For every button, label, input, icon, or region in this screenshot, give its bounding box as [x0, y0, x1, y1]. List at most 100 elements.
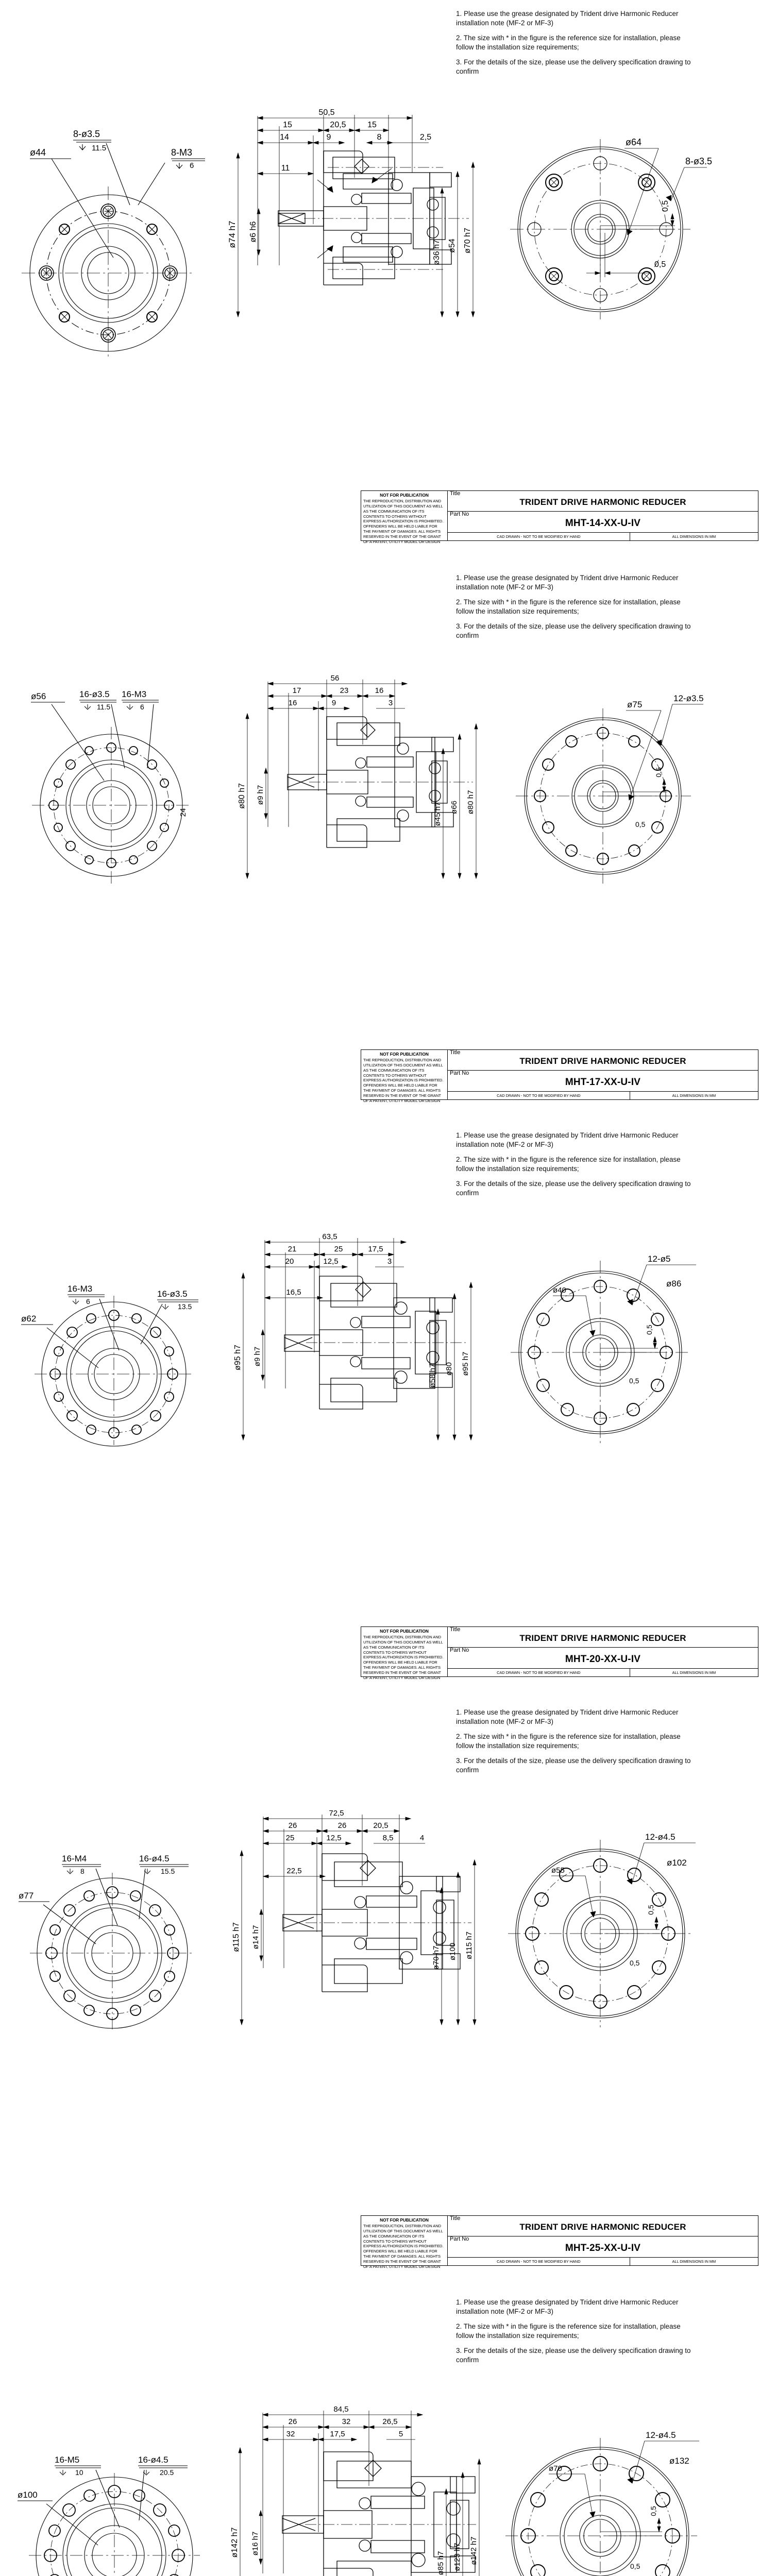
dim-a1: 26 [289, 2417, 297, 2426]
title-block: NOT FOR PUBLICATION THE REPRODUCTION, DI… [361, 1049, 758, 1103]
dia-left-1: ø74 h7 [227, 221, 237, 248]
dia-right-1: ø85 h7 [436, 2551, 445, 2575]
document-title: TRIDENT DRIVE HARMONIC REDUCER [519, 497, 686, 507]
dim-overall: 84,5 [333, 2405, 348, 2414]
dia-right-1: ø58 h7 [428, 1364, 437, 1388]
legal-notice-header: NOT FOR PUBLICATION [380, 2217, 429, 2223]
dim-offset-v: 0,5 [654, 767, 663, 777]
dim-holes-callout: 16-ø3.5 [157, 1289, 188, 1299]
legal-notice-body: THE REPRODUCTION, DISTRIBUTION AND UTILI… [363, 1634, 444, 1680]
part-row: Part No MHT-17-XX-U-IV [448, 1070, 758, 1092]
dim-outer-dia: ø44 [30, 147, 46, 158]
dim-tap-callout: 8-M3 [171, 147, 192, 158]
dim-tap-depth: 8 [80, 1867, 85, 1875]
note-2: 2. The size with * in the figure is the … [456, 2323, 681, 2340]
title-row: Title TRIDENT DRIVE HARMONIC REDUCER [448, 1626, 758, 1648]
notes-block: 1. Please use the grease designated by T… [456, 9, 698, 76]
dim-outer-dia: ø86 [666, 1279, 681, 1289]
footer-row: CAD DRAWN - NOT TO BE MODIFIED BY HAND A… [448, 1092, 758, 1099]
legal-notice-header: NOT FOR PUBLICATION [380, 1052, 429, 1057]
dim-holes-callout: 12-ø3.5 [673, 693, 704, 703]
dia-left-2: ø9 h7 [256, 785, 265, 805]
note-1: 1. Please use the grease designated by T… [456, 1708, 679, 1725]
cross-section-view: 72,5 26 26 20,5 25 12,5 8,5 4 22,5 ø115 … [219, 1803, 487, 2035]
title-block: NOT FOR PUBLICATION THE REPRODUCTION, DI… [361, 490, 758, 544]
legal-notice-body: THE REPRODUCTION, DISTRIBUTION AND UTILI… [363, 498, 444, 544]
dim-a3: 20,5 [373, 1821, 388, 1830]
part-row: Part No MHT-25-XX-U-IV [448, 2236, 758, 2258]
dim-b2: 12,5 [323, 1257, 338, 1266]
legal-notice-body: THE REPRODUCTION, DISTRIBUTION AND UTILI… [363, 1057, 444, 1103]
left-face-view: ø56 16-ø3.5 11.5 16-M3 6 24 [15, 677, 211, 884]
dim-b1: 14 [280, 133, 289, 142]
dim-overall: 50,5 [318, 108, 334, 117]
dim-holes-callout: 12-ø5 [648, 1254, 670, 1264]
drawing-section-mht-14: 1. Please use the grease designated by T… [0, 0, 760, 569]
notes-block: 1. Please use the grease designated by T… [456, 1131, 698, 1197]
legal-notice-body: THE REPRODUCTION, DISTRIBUTION AND UTILI… [363, 2223, 444, 2269]
dim-outer-dia: ø56 [31, 691, 46, 701]
cross-section-view: 56 17 23 16 16 9 3 ø80 h7 ø9 h7 ø45 h7 ø… [232, 672, 489, 889]
dim-offset-h: 0,5 [654, 260, 666, 269]
right-face-view: 12-ø5 ø86 ø40 0,5 0,5 [492, 1229, 714, 1455]
dim-b3: 3 [387, 1257, 392, 1266]
dia-left-1: ø142 h7 [230, 2528, 239, 2558]
legal-notice-header: NOT FOR PUBLICATION [380, 1629, 429, 1634]
cad-note: CAD DRAWN - NOT TO BE MODIFIED BY HAND [448, 2258, 630, 2265]
note-1: 1. Please use the grease designated by T… [456, 1131, 679, 1148]
part-label: Part No [450, 2235, 469, 2242]
note-2: 2. The size with * in the figure is the … [456, 598, 681, 615]
document-title: TRIDENT DRIVE HARMONIC REDUCER [519, 2222, 686, 2232]
title-block: NOT FOR PUBLICATION THE REPRODUCTION, DI… [361, 1626, 758, 1680]
dim-holes-callout: 16-ø3.5 [79, 689, 110, 699]
notes-block: 1. Please use the grease designated by T… [456, 2298, 698, 2364]
dim-a2: 23 [340, 686, 349, 695]
dim-b4: 2,5 [420, 133, 431, 142]
note-3: 3. For the details of the size, please u… [456, 1180, 691, 1197]
dim-extra: 24 [179, 808, 188, 817]
dia-left-2: ø16 h7 [251, 2532, 260, 2556]
title-label: Title [450, 1049, 461, 1056]
part-row: Part No MHT-14-XX-U-IV [448, 511, 758, 533]
dim-b1: 16 [289, 699, 297, 707]
dim-offset-v: 0,5 [649, 2506, 657, 2516]
dia-right-2: ø123 h7 [453, 2543, 462, 2571]
cad-note: CAD DRAWN - NOT TO BE MODIFIED BY HAND [448, 1092, 630, 1099]
dia-left-2: ø14 h7 [251, 1925, 260, 1950]
part-label: Part No [450, 511, 469, 517]
dim-b3: 8 [377, 133, 382, 142]
right-face-view: 12-ø4.5 ø132 ø70 0,5 0,5 [487, 2401, 719, 2576]
dim-tap-depth: 10 [75, 2468, 83, 2477]
dim-tap-callout: 16-M4 [62, 1854, 87, 1863]
note-1: 1. Please use the grease designated by T… [456, 2298, 679, 2315]
dim-tap-callout: 16-M3 [122, 689, 146, 699]
dim-a2: 26 [338, 1821, 347, 1830]
units-note: ALL DIMENSIONS IN MM [672, 2259, 716, 2264]
dim-outer-dia: ø132 [669, 2456, 689, 2466]
dim-b4: 4 [420, 1834, 424, 1842]
note-1: 1. Please use the grease designated by T… [456, 10, 679, 27]
left-face-view: 16-M4 8 16-ø4.5 15.5 ø77 [10, 1806, 216, 2032]
dia-right-2: ø54 [448, 239, 457, 253]
dim-a1: 15 [283, 121, 292, 129]
dia-left-1: ø115 h7 [232, 1922, 241, 1952]
cross-section-view: 63,5 21 25 17,5 20 12,5 3 16,5 ø95 h7 ø9… [222, 1229, 484, 1450]
dim-b2: 9 [332, 699, 336, 707]
dim-tap-callout: 16-M5 [55, 2455, 79, 2465]
dia-right-3: ø115 h7 [465, 1931, 474, 1959]
dim-holes-callout: 12-ø4.5 [645, 1832, 675, 1842]
dia-right-2: ø80 [445, 1362, 453, 1376]
dim-offset-h: 0,5 [630, 2562, 640, 2570]
dim-holes-depth: 20.5 [160, 2468, 174, 2477]
dim-holes-depth: 11.5 [97, 703, 110, 711]
title-row: Title TRIDENT DRIVE HARMONIC REDUCER [448, 1049, 758, 1071]
dim-holes-callout: 8-ø3.5 [73, 129, 100, 139]
dim-overall: 56 [331, 674, 340, 683]
dia-right-1: ø70 h7 [432, 1946, 441, 1970]
dim-b2: 12,5 [326, 1834, 341, 1842]
notes-block: 1. Please use the grease designated by T… [456, 573, 698, 640]
dim-inner: 16,5 [286, 1288, 301, 1297]
footer-row: CAD DRAWN - NOT TO BE MODIFIED BY HAND A… [448, 533, 758, 540]
note-3: 3. For the details of the size, please u… [456, 622, 691, 639]
document-title: TRIDENT DRIVE HARMONIC REDUCER [519, 1056, 686, 1066]
